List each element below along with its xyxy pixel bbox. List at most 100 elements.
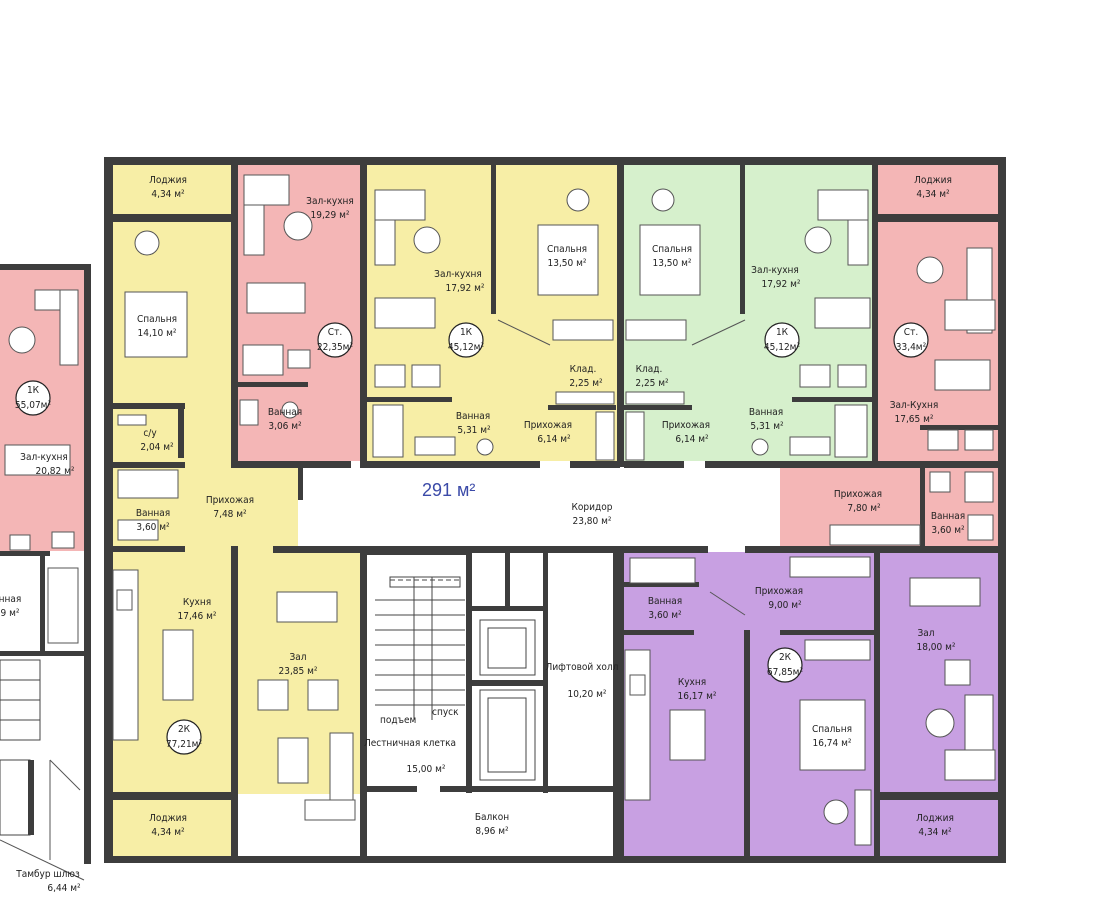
apartment-badges: Ст. 22,35м² 1К 45,12м² 1К 45,12м² Ст. 33… bbox=[15, 322, 929, 755]
svg-text:2,25 м²: 2,25 м² bbox=[569, 378, 603, 389]
svg-text:Спальня: Спальня bbox=[547, 244, 587, 255]
svg-text:Зал: Зал bbox=[917, 628, 934, 639]
badge-1k-left: 1К 55,07м² bbox=[15, 380, 52, 416]
svg-text:Зал-Кухня: Зал-Кухня bbox=[890, 400, 939, 411]
svg-text:7,80 м²: 7,80 м² bbox=[847, 503, 881, 514]
svg-text:Лоджия: Лоджия bbox=[914, 175, 952, 186]
svg-text:10,20 м²: 10,20 м² bbox=[568, 689, 607, 700]
svg-text:2К: 2К bbox=[178, 724, 191, 735]
svg-text:4,34 м²: 4,34 м² bbox=[918, 827, 952, 838]
stair-down-mark: спуск bbox=[432, 707, 459, 718]
svg-text:45,12м²: 45,12м² bbox=[764, 342, 801, 353]
stair-up-mark: подъем bbox=[380, 715, 416, 726]
svg-text:1К: 1К bbox=[27, 385, 40, 396]
svg-text:2,04 м²: 2,04 м² bbox=[140, 442, 174, 453]
svg-text:Ванная: Ванная bbox=[136, 508, 170, 519]
svg-text:7,48 м²: 7,48 м² bbox=[213, 509, 247, 520]
svg-text:5,31 м²: 5,31 м² bbox=[457, 425, 491, 436]
svg-text:77,21м²: 77,21м² bbox=[166, 739, 203, 750]
room-labels: Лоджия 4,34 м² Зал-кухня 19,29 м² Спальн… bbox=[0, 175, 965, 894]
svg-text:5,31 м²: 5,31 м² bbox=[750, 421, 784, 432]
svg-text:Спальня: Спальня bbox=[652, 244, 692, 255]
svg-text:Ванная: Ванная bbox=[648, 596, 682, 607]
svg-text:9,00 м²: 9,00 м² bbox=[768, 600, 802, 611]
badge-1k-2: 1К 45,12м² bbox=[764, 322, 801, 358]
badge-studio-1: Ст. 22,35м² bbox=[317, 322, 354, 358]
svg-text:3,60 м²: 3,60 м² bbox=[931, 525, 965, 536]
badge-studio-2: Ст. 33,4м² bbox=[893, 322, 929, 358]
svg-text:3,60 м²: 3,60 м² bbox=[136, 522, 170, 533]
total-area: 291 м² bbox=[422, 480, 475, 500]
svg-text:55,07м²: 55,07м² bbox=[15, 400, 52, 411]
svg-text:Клад.: Клад. bbox=[570, 364, 597, 375]
svg-text:18,00 м²: 18,00 м² bbox=[917, 642, 956, 653]
badge-2k-2: 2К 67,85м² bbox=[767, 647, 804, 683]
svg-text:Тамбур шлюз: Тамбур шлюз bbox=[15, 868, 80, 880]
svg-text:Коридор: Коридор bbox=[572, 502, 613, 513]
svg-text:Прихожая: Прихожая bbox=[524, 420, 572, 431]
svg-text:1К: 1К bbox=[776, 327, 789, 338]
svg-text:Ванная: Ванная bbox=[456, 411, 490, 422]
bed-icon bbox=[124, 291, 188, 358]
stairwell: подъем спуск bbox=[375, 576, 536, 781]
svg-text:Лоджия: Лоджия bbox=[149, 813, 187, 824]
svg-text:19,29 м²: 19,29 м² bbox=[311, 210, 350, 221]
svg-text:Зал-кухня: Зал-кухня bbox=[20, 452, 68, 463]
svg-text:23,80 м²: 23,80 м² bbox=[573, 516, 612, 527]
svg-text:Ст.: Ст. bbox=[328, 327, 342, 338]
left-building bbox=[0, 264, 91, 881]
svg-text:17,92 м²: 17,92 м² bbox=[446, 283, 485, 294]
svg-text:67,85м²: 67,85м² bbox=[767, 667, 804, 678]
bathtub-icon bbox=[629, 557, 696, 584]
svg-text:14,10 м²: 14,10 м² bbox=[138, 328, 177, 339]
bathtub-icon bbox=[117, 469, 179, 499]
svg-text:13,50 м²: 13,50 м² bbox=[653, 258, 692, 269]
svg-text:Зал-кухня: Зал-кухня bbox=[306, 196, 354, 207]
svg-text:нная: нная bbox=[0, 594, 21, 605]
svg-text:17,92 м²: 17,92 м² bbox=[762, 279, 801, 290]
svg-text:9 м²: 9 м² bbox=[1, 608, 20, 619]
svg-text:Прихожая: Прихожая bbox=[755, 586, 803, 597]
stair-name: Лестничная клетка bbox=[364, 738, 456, 749]
svg-text:Клад.: Клад. bbox=[636, 364, 663, 375]
svg-text:17,65 м²: 17,65 м² bbox=[895, 414, 934, 425]
svg-text:Кухня: Кухня bbox=[183, 597, 211, 608]
svg-text:1К: 1К bbox=[460, 327, 473, 338]
svg-text:Кухня: Кухня bbox=[678, 677, 706, 688]
svg-text:33,4м²: 33,4м² bbox=[896, 342, 927, 353]
svg-text:15,00 м²: 15,00 м² bbox=[407, 764, 446, 775]
bed-icon bbox=[799, 699, 866, 771]
svg-text:Спальня: Спальня bbox=[812, 724, 852, 735]
svg-text:16,74 м²: 16,74 м² bbox=[813, 738, 852, 749]
svg-text:Ст.: Ст. bbox=[904, 327, 918, 338]
svg-text:Ванная: Ванная bbox=[931, 511, 965, 522]
badge-2k-1: 2К 77,21м² bbox=[166, 719, 203, 755]
svg-text:6,14 м²: 6,14 м² bbox=[675, 434, 709, 445]
svg-text:Ванная: Ванная bbox=[749, 407, 783, 418]
svg-text:Лоджия: Лоджия bbox=[916, 813, 954, 824]
svg-text:Зал-кухня: Зал-кухня bbox=[751, 265, 799, 276]
bed-icon bbox=[537, 224, 599, 296]
svg-text:Ванная: Ванная bbox=[268, 407, 302, 418]
svg-text:4,34 м²: 4,34 м² bbox=[916, 189, 950, 200]
svg-text:16,17 м²: 16,17 м² bbox=[678, 691, 717, 702]
svg-text:Спальня: Спальня bbox=[137, 314, 177, 325]
svg-text:2,25 м²: 2,25 м² bbox=[635, 378, 669, 389]
svg-text:22,35м²: 22,35м² bbox=[317, 342, 354, 353]
svg-text:2К: 2К bbox=[779, 652, 792, 663]
svg-text:13,50 м²: 13,50 м² bbox=[548, 258, 587, 269]
svg-text:3,06 м²: 3,06 м² bbox=[268, 421, 302, 432]
svg-text:4,34 м²: 4,34 м² bbox=[151, 827, 185, 838]
bed-icon bbox=[639, 224, 701, 296]
svg-text:17,46 м²: 17,46 м² bbox=[178, 611, 217, 622]
svg-text:45,12м²: 45,12м² bbox=[448, 342, 485, 353]
furniture bbox=[112, 174, 996, 846]
svg-text:23,85 м²: 23,85 м² bbox=[279, 666, 318, 677]
svg-text:Прихожая: Прихожая bbox=[206, 495, 254, 506]
svg-text:с/у: с/у bbox=[143, 428, 157, 439]
svg-text:Балкон: Балкон bbox=[475, 812, 509, 823]
svg-text:6,44 м²: 6,44 м² bbox=[47, 883, 81, 894]
svg-text:Прихожая: Прихожая bbox=[834, 489, 882, 500]
svg-text:Зал-кухня: Зал-кухня bbox=[434, 269, 482, 280]
